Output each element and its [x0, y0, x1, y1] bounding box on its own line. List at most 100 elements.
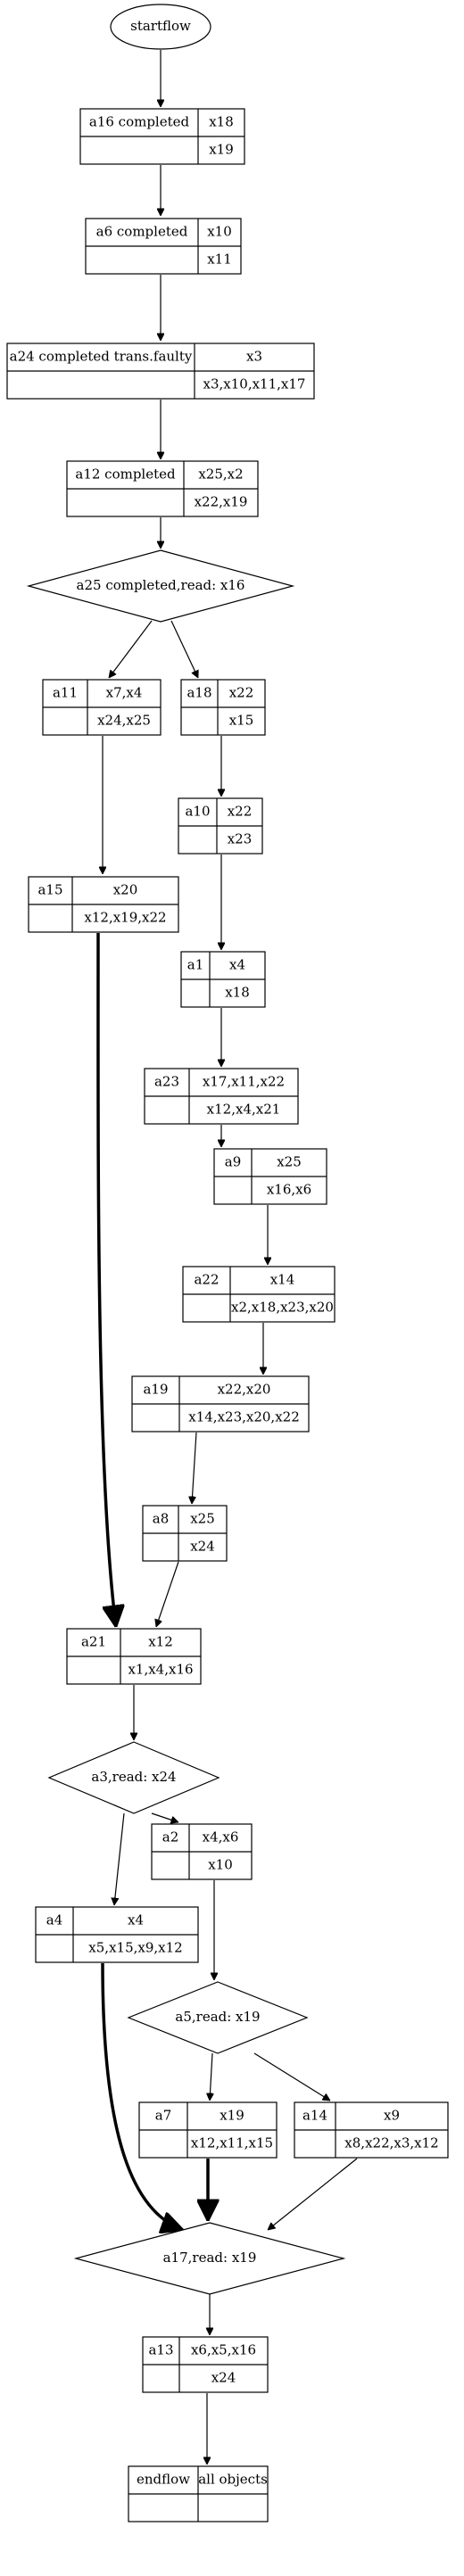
node-reads: x3 — [246, 349, 262, 365]
node-a6: a6 completed x10 x11 — [85, 218, 242, 275]
edges — [96, 50, 358, 2465]
node-a21: a21 x12 x1,x4,x16 — [66, 1628, 202, 1685]
decision-label: a17,read: x19 — [163, 2250, 257, 2266]
node-writes: x8,x22,x3,x12 — [344, 2135, 438, 2151]
node-writes: x1,x4,x16 — [128, 1662, 193, 1678]
node-startflow: startflow — [110, 4, 211, 50]
node-label: a15 — [37, 882, 62, 898]
node-label: a12 completed — [75, 466, 176, 483]
node-a13: a13 x6,x5,x16 x24 — [142, 2336, 269, 2393]
node-label: a7 — [155, 2108, 172, 2124]
node-writes: x24 — [190, 1539, 215, 1555]
node-label: a13 — [148, 2342, 173, 2358]
node-label: a1 — [187, 957, 204, 973]
node-a15: a15 x20 x12,x19,x22 — [28, 876, 179, 933]
node-reads: x22 — [228, 804, 253, 820]
node-a1: a1 x4 x18 — [180, 951, 266, 1008]
node-a19: a19 x22,x20 x14,x23,x20,x22 — [131, 1375, 310, 1432]
node-label: a24 completed trans.faulty — [10, 349, 193, 365]
flow-edge — [101, 1962, 183, 2230]
decision-label: a25 completed,read: x16 — [77, 577, 245, 593]
node-reads: x7,x4 — [106, 685, 143, 701]
node-a9: a9 x25 x16,x6 — [213, 1148, 327, 1205]
node-label: a16 completed — [89, 114, 190, 130]
decision-a17: a17,read: x19 — [73, 2222, 346, 2295]
node-a8: a8 x25 x24 — [142, 1505, 228, 1562]
node-reads: x25 — [190, 1511, 215, 1527]
node-a4: a4 x4 x5,x15,x9,x12 — [35, 1906, 199, 1963]
node-reads: x12 — [148, 1634, 173, 1650]
node-writes: x16,x6 — [267, 1182, 311, 1198]
flow-edge — [114, 1812, 125, 1905]
decision-a3: a3,read: x24 — [47, 1741, 220, 1814]
node-writes: x14,x23,x20,x22 — [188, 1409, 300, 1425]
decision-label: a5,read: x19 — [175, 2009, 260, 2025]
node-reads: x4 — [128, 1912, 144, 1928]
node-label: a14 — [302, 2108, 327, 2124]
node-reads: x18 — [209, 114, 234, 130]
node-label: a11 — [53, 685, 78, 701]
node-writes: x3,x10,x11,x17 — [203, 376, 306, 392]
decision-a5: a5,read: x19 — [127, 1981, 309, 2054]
node-reads: x25 — [277, 1154, 302, 1170]
node-writes: x10 — [208, 1857, 233, 1873]
flow-edge — [156, 1561, 179, 1627]
node-writes: x23 — [228, 831, 253, 847]
node-reads: x6,x5,x16 — [191, 2342, 256, 2358]
node-reads: all objects — [198, 2472, 268, 2488]
node-label: a6 completed — [96, 224, 188, 240]
decision-shape — [47, 1741, 220, 1814]
node-label: a19 — [143, 1382, 168, 1398]
node-reads: x4 — [229, 957, 245, 973]
node-writes: x15 — [229, 713, 254, 729]
node-reads: x19 — [220, 2108, 244, 2124]
start-label: startflow — [130, 18, 191, 34]
node-writes: x18 — [225, 985, 250, 1001]
node-writes: x12,x19,x22 — [84, 910, 166, 926]
node-writes: x11 — [207, 252, 232, 268]
flow-edge — [109, 620, 153, 678]
node-a11: a11 x7,x4 x24,x25 — [42, 679, 162, 736]
node-reads: x25,x2 — [198, 466, 243, 483]
node-label: a8 — [153, 1511, 170, 1527]
node-reads: x22,x20 — [218, 1382, 271, 1398]
flow-edge — [253, 2052, 330, 2101]
node-label: a21 — [81, 1634, 106, 1650]
decision-label: a3,read: x24 — [91, 1769, 176, 1785]
node-writes: x5,x15,x9,x12 — [88, 1940, 182, 1956]
node-label: a4 — [46, 1912, 63, 1928]
flow-edge — [96, 932, 116, 1627]
node-writes: x22,x19 — [195, 494, 248, 510]
node-a24: a24 completed trans.faulty x3 x3,x10,x11,x… — [6, 343, 315, 400]
node-label: a18 — [186, 685, 211, 701]
flow-edge — [192, 1432, 197, 1504]
flow-edge — [210, 2052, 212, 2101]
start-ellipse — [110, 4, 211, 50]
flow-edge — [268, 2158, 358, 2230]
node-label: a23 — [154, 1074, 179, 1090]
node-a10: a10 x22 x23 — [178, 797, 263, 855]
node-writes: x24,x25 — [97, 713, 151, 729]
node-writes: x24 — [211, 2370, 236, 2386]
node-label: a10 — [185, 804, 210, 820]
node-writes: x2,x18,x23,x20 — [231, 1300, 334, 1316]
decision-shape — [73, 2222, 346, 2295]
node-a12: a12 completed x25,x2 x22,x19 — [66, 460, 259, 517]
flow-edge — [170, 620, 198, 678]
nodes: startflow a16 completed x18 x19 a6 completed… — [6, 4, 449, 2522]
node-label: a9 — [225, 1154, 242, 1170]
node-writes: x12,x4,x21 — [207, 1102, 281, 1118]
node-reads: x9 — [384, 2108, 400, 2124]
node-reads: x20 — [113, 882, 138, 898]
node-writes: x19 — [209, 142, 234, 158]
node-reads: x10 — [207, 224, 232, 240]
node-label: endflow — [137, 2472, 190, 2488]
node-reads: x22 — [229, 685, 254, 701]
node-endflow: endflow all objects — [128, 2465, 269, 2522]
node-label: a2 — [162, 1829, 179, 1845]
